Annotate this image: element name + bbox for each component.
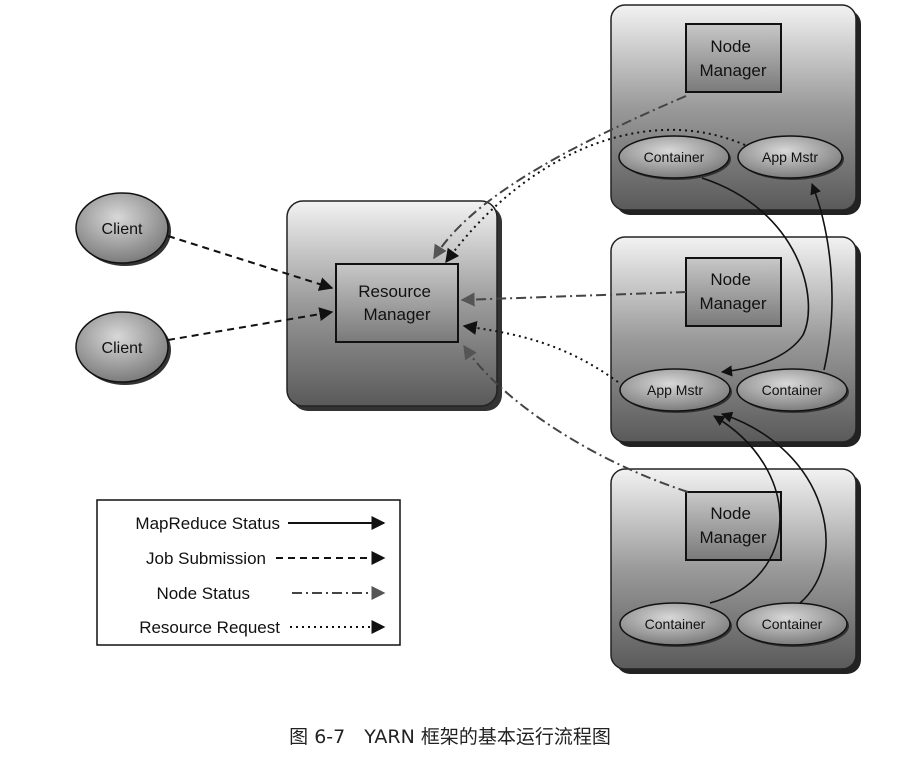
node-status-arrow (463, 344, 689, 493)
job-submission-arrow (167, 307, 334, 341)
resource-manager-box: Resource Manager (286, 200, 502, 411)
legend: MapReduce Status Job Submission Node Sta… (96, 499, 401, 646)
container-label: Container (762, 382, 823, 398)
node-status-arrow (433, 95, 687, 260)
node-manager-label: Node Manager (699, 504, 766, 547)
container-label: Container (762, 616, 823, 632)
yarn-diagram: Resource Manager Node Manager Container … (75, 4, 861, 674)
mapreduce-status-arrow (810, 182, 833, 371)
job-submission-arrow (167, 235, 334, 291)
client-label: Client (102, 340, 143, 357)
node-box-middle: Node Manager App Mstr Container (610, 236, 861, 447)
legend-label-resource-request: Resource Request (139, 618, 280, 637)
node-status-arrow (460, 291, 687, 307)
node-manager-label: Node Manager (699, 270, 766, 313)
resource-request-arrow (462, 320, 619, 383)
legend-label-job-submission: Job Submission (146, 549, 266, 568)
node-manager-label: Node Manager (699, 37, 766, 80)
resource-manager-label: Resource Manager (358, 282, 436, 324)
container-label: Container (644, 149, 705, 165)
mapreduce-status-arrow (720, 411, 827, 604)
client-node-bottom: Client (75, 311, 171, 385)
container-label: Container (645, 616, 706, 632)
app-master-label: App Mstr (647, 382, 703, 398)
legend-label-node-status: Node Status (156, 584, 250, 603)
app-master-label: App Mstr (762, 149, 818, 165)
legend-label-mapreduce-status: MapReduce Status (135, 514, 280, 533)
client-label: Client (102, 221, 143, 238)
mapreduce-status-arrow (709, 415, 781, 604)
node-box-top: Node Manager Container App Mstr (610, 4, 861, 215)
figure-caption: 图 6-7 YARN 框架的基本运行流程图 (289, 726, 611, 748)
node-box-bottom: Node Manager Container Container (610, 468, 861, 674)
client-node-top: Client (75, 192, 171, 266)
mapreduce-status-arrow (701, 177, 810, 377)
